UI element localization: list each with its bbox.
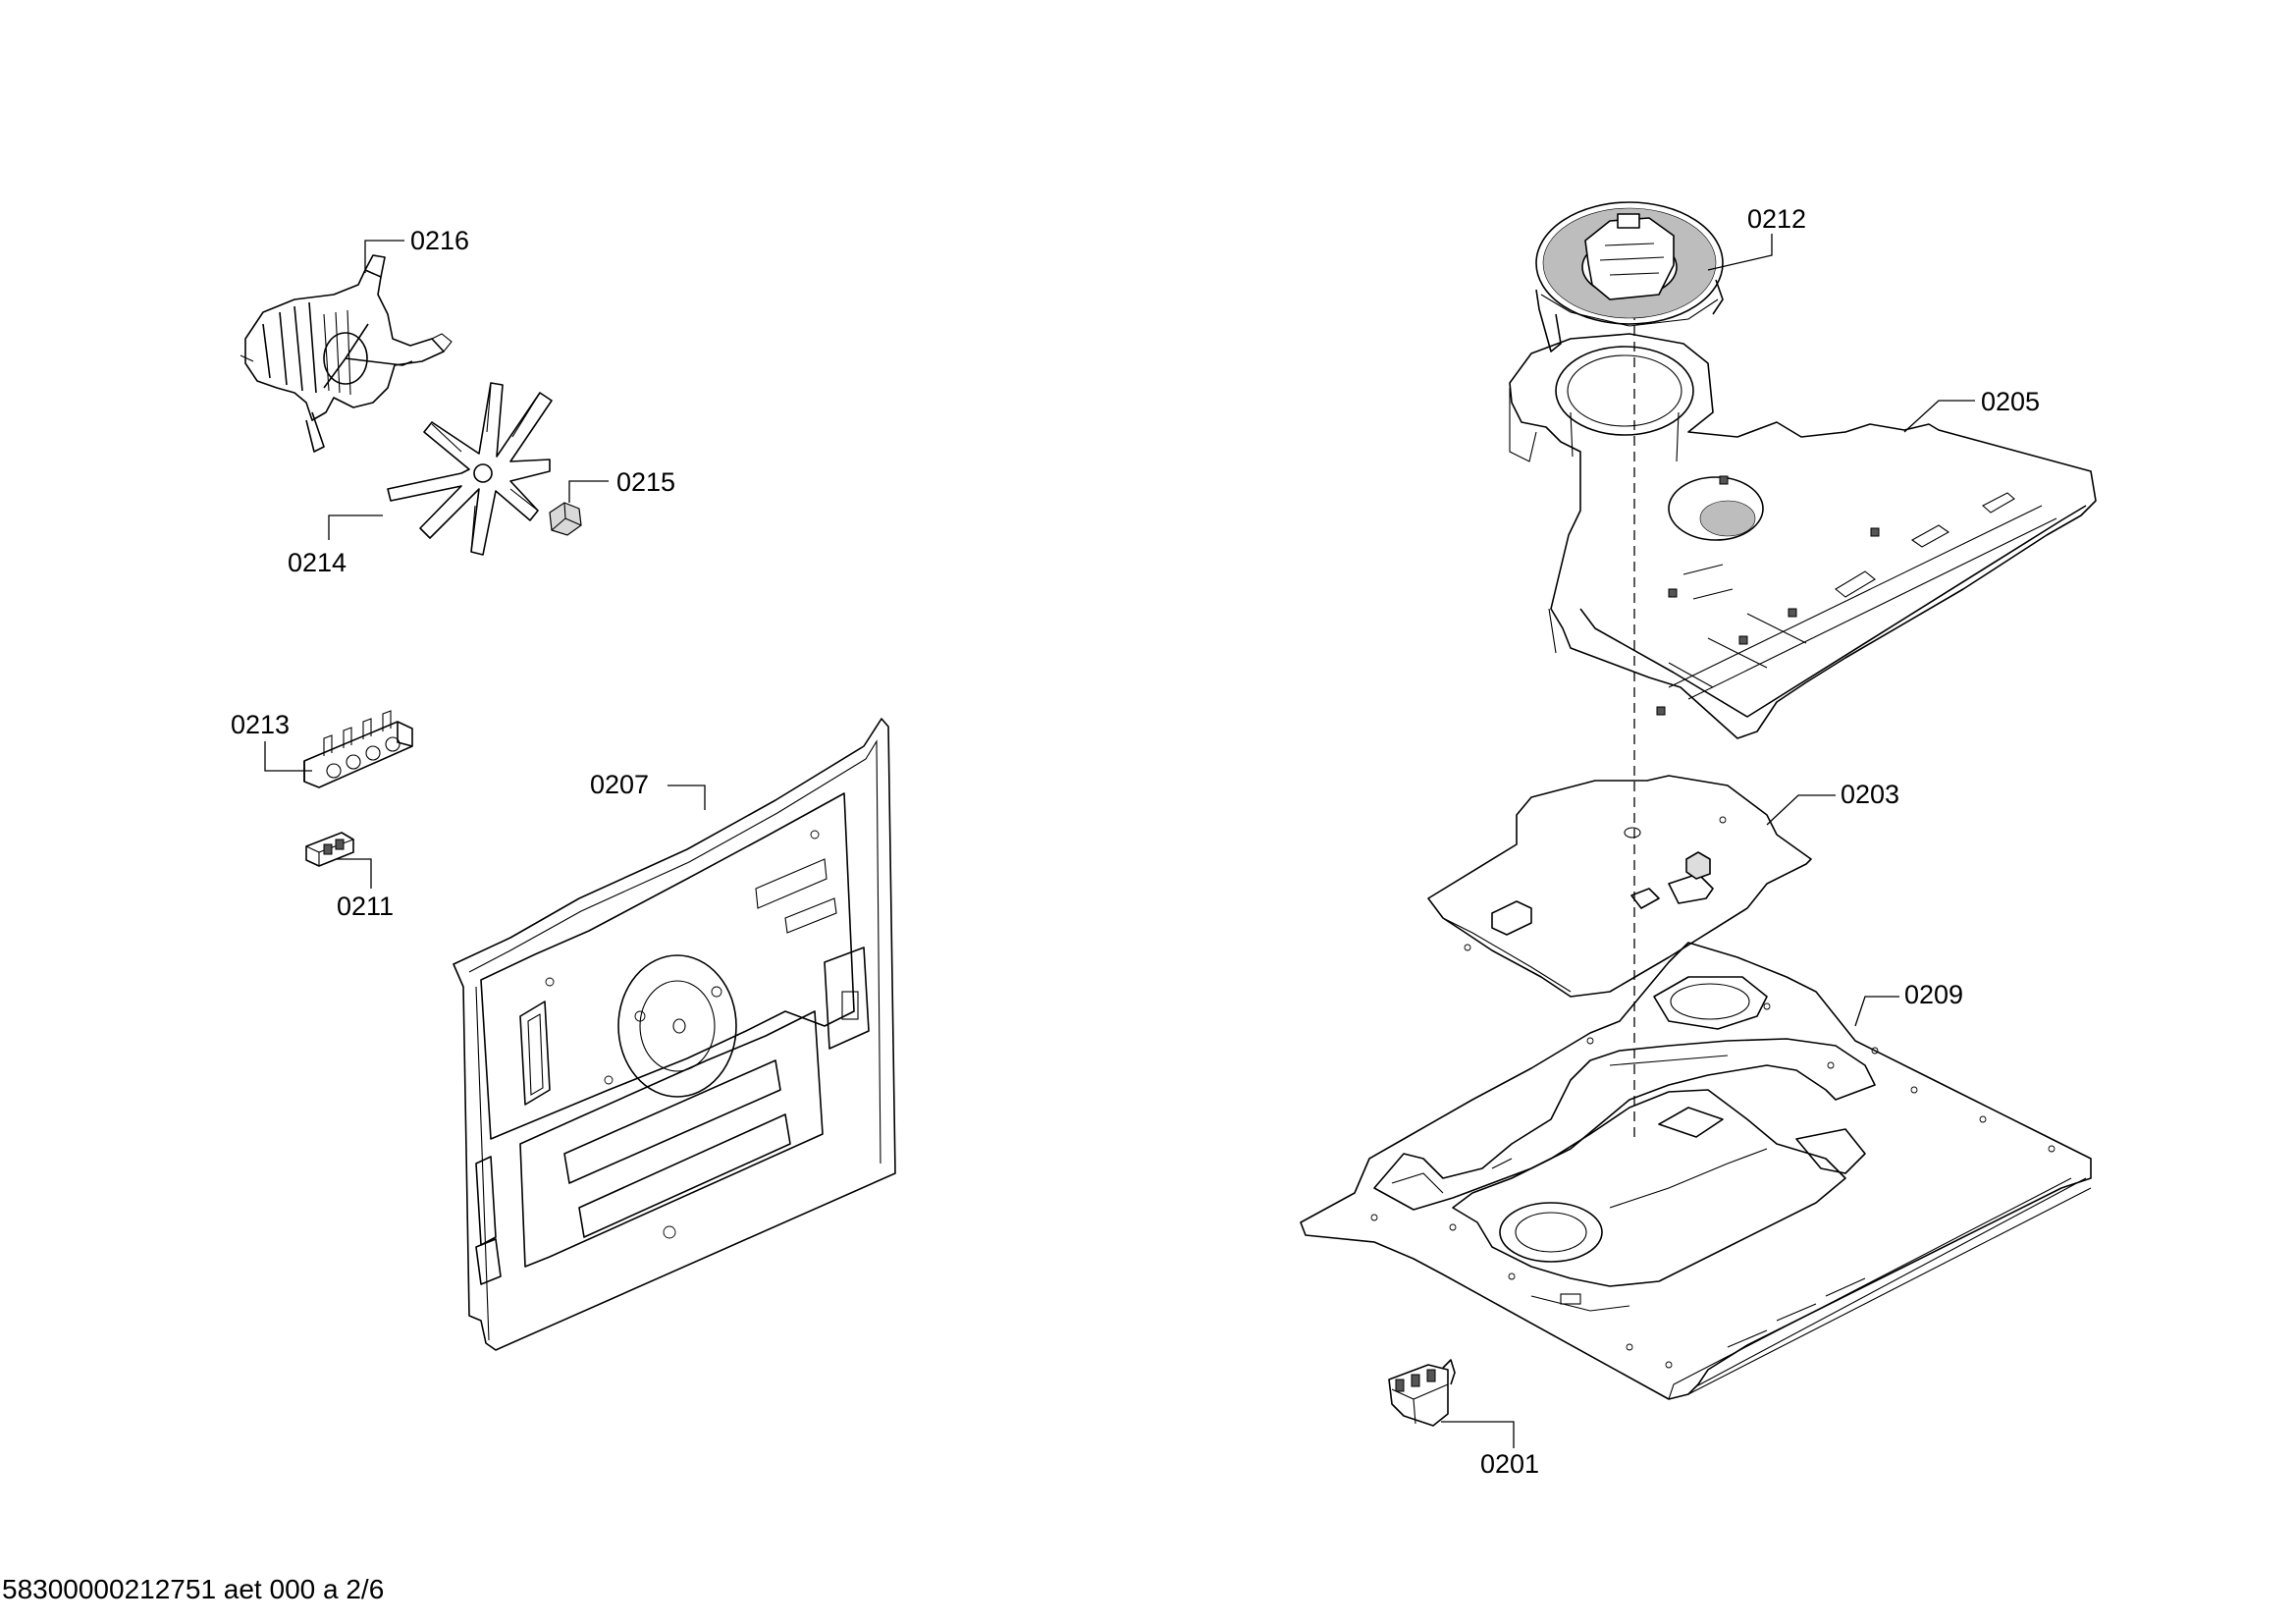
leader-0216	[364, 240, 404, 273]
label-0205: 0205	[1981, 387, 2040, 416]
leader-0214	[328, 514, 383, 540]
label-0207: 0207	[590, 770, 649, 799]
label-0203: 0203	[1841, 780, 1899, 809]
label-0212: 0212	[1747, 204, 1806, 234]
leader-0215	[568, 480, 609, 503]
label-0201: 0201	[1480, 1449, 1539, 1479]
label-0216: 0216	[410, 226, 469, 255]
leader-0213	[264, 741, 312, 772]
leader-0207	[667, 785, 706, 810]
part-0211-clip	[305, 832, 354, 867]
label-0209: 0209	[1904, 980, 1963, 1009]
document-code: 58300000212751 aet 000 a 2/6	[2, 1574, 384, 1604]
part-0207-rear-panel	[453, 718, 896, 1351]
part-0212-blower-fan	[1535, 201, 1724, 352]
part-0213-terminal-block	[303, 710, 413, 788]
leader-0205	[1903, 400, 1975, 433]
part-0216-fan-motor	[240, 254, 453, 453]
leader-0203	[1766, 794, 1836, 826]
leader-0211	[336, 858, 372, 889]
part-0205-duct-housing	[1509, 333, 2097, 739]
part-0215-nut	[549, 502, 582, 536]
label-0211: 0211	[337, 892, 394, 921]
part-0201-connector	[1388, 1359, 1456, 1427]
part-0209-base-plate	[1300, 942, 2092, 1400]
leader-0201	[1441, 1421, 1515, 1448]
leader-0212	[1707, 234, 1773, 271]
label-0214: 0214	[288, 548, 347, 577]
part-0203-insulation-plate	[1427, 775, 1812, 998]
leader-0209	[1854, 996, 1899, 1027]
label-0213: 0213	[231, 710, 290, 739]
part-0214-fan-wheel	[387, 382, 553, 556]
label-0215: 0215	[616, 467, 675, 497]
